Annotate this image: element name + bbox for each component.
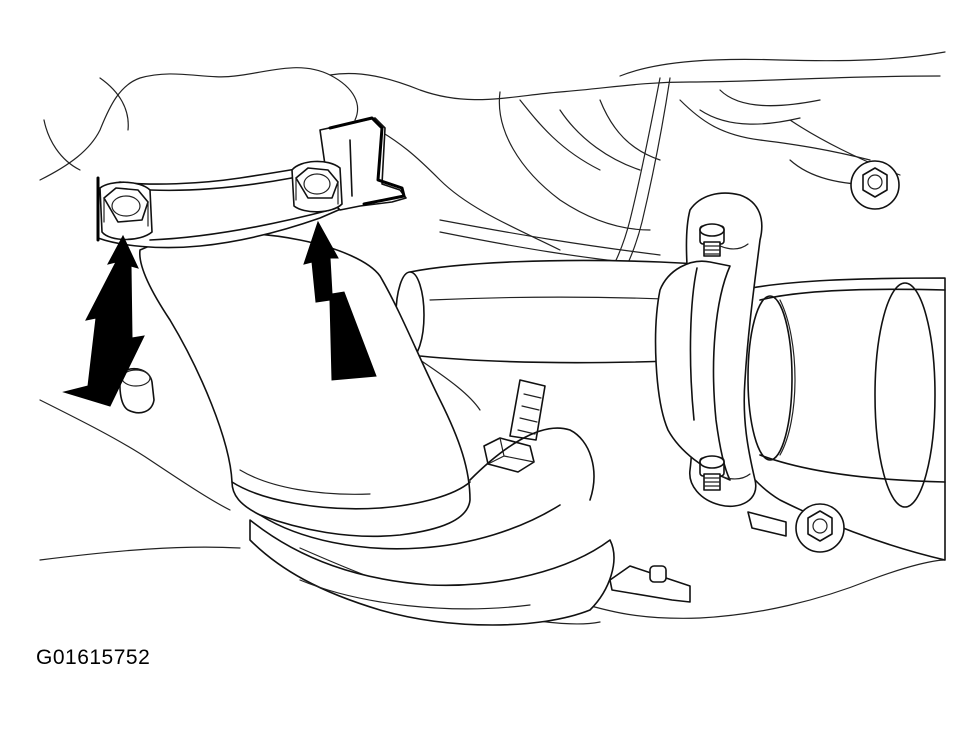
frame-bolt-left (119, 368, 155, 414)
frame-bolt-lower-right (795, 503, 845, 553)
frame-bolt-upper-right (850, 160, 900, 210)
pointer-arrow-left (62, 234, 145, 407)
mounting-bolts (119, 160, 900, 553)
exhaust-pipe (139, 232, 615, 626)
figure-code: G01615752 (36, 646, 151, 669)
bearing-bracket (654, 192, 763, 507)
shaft (395, 259, 701, 364)
clamp-bolt-left (99, 181, 153, 241)
housing (739, 277, 946, 561)
bracket-stud-upper (699, 223, 725, 257)
sensor-fitting (483, 379, 546, 473)
pointer-arrow-right (303, 220, 377, 381)
lower-bracket-plate (609, 511, 787, 603)
bracket-stud-lower (699, 455, 725, 491)
clamp-bolt-right (291, 160, 343, 213)
